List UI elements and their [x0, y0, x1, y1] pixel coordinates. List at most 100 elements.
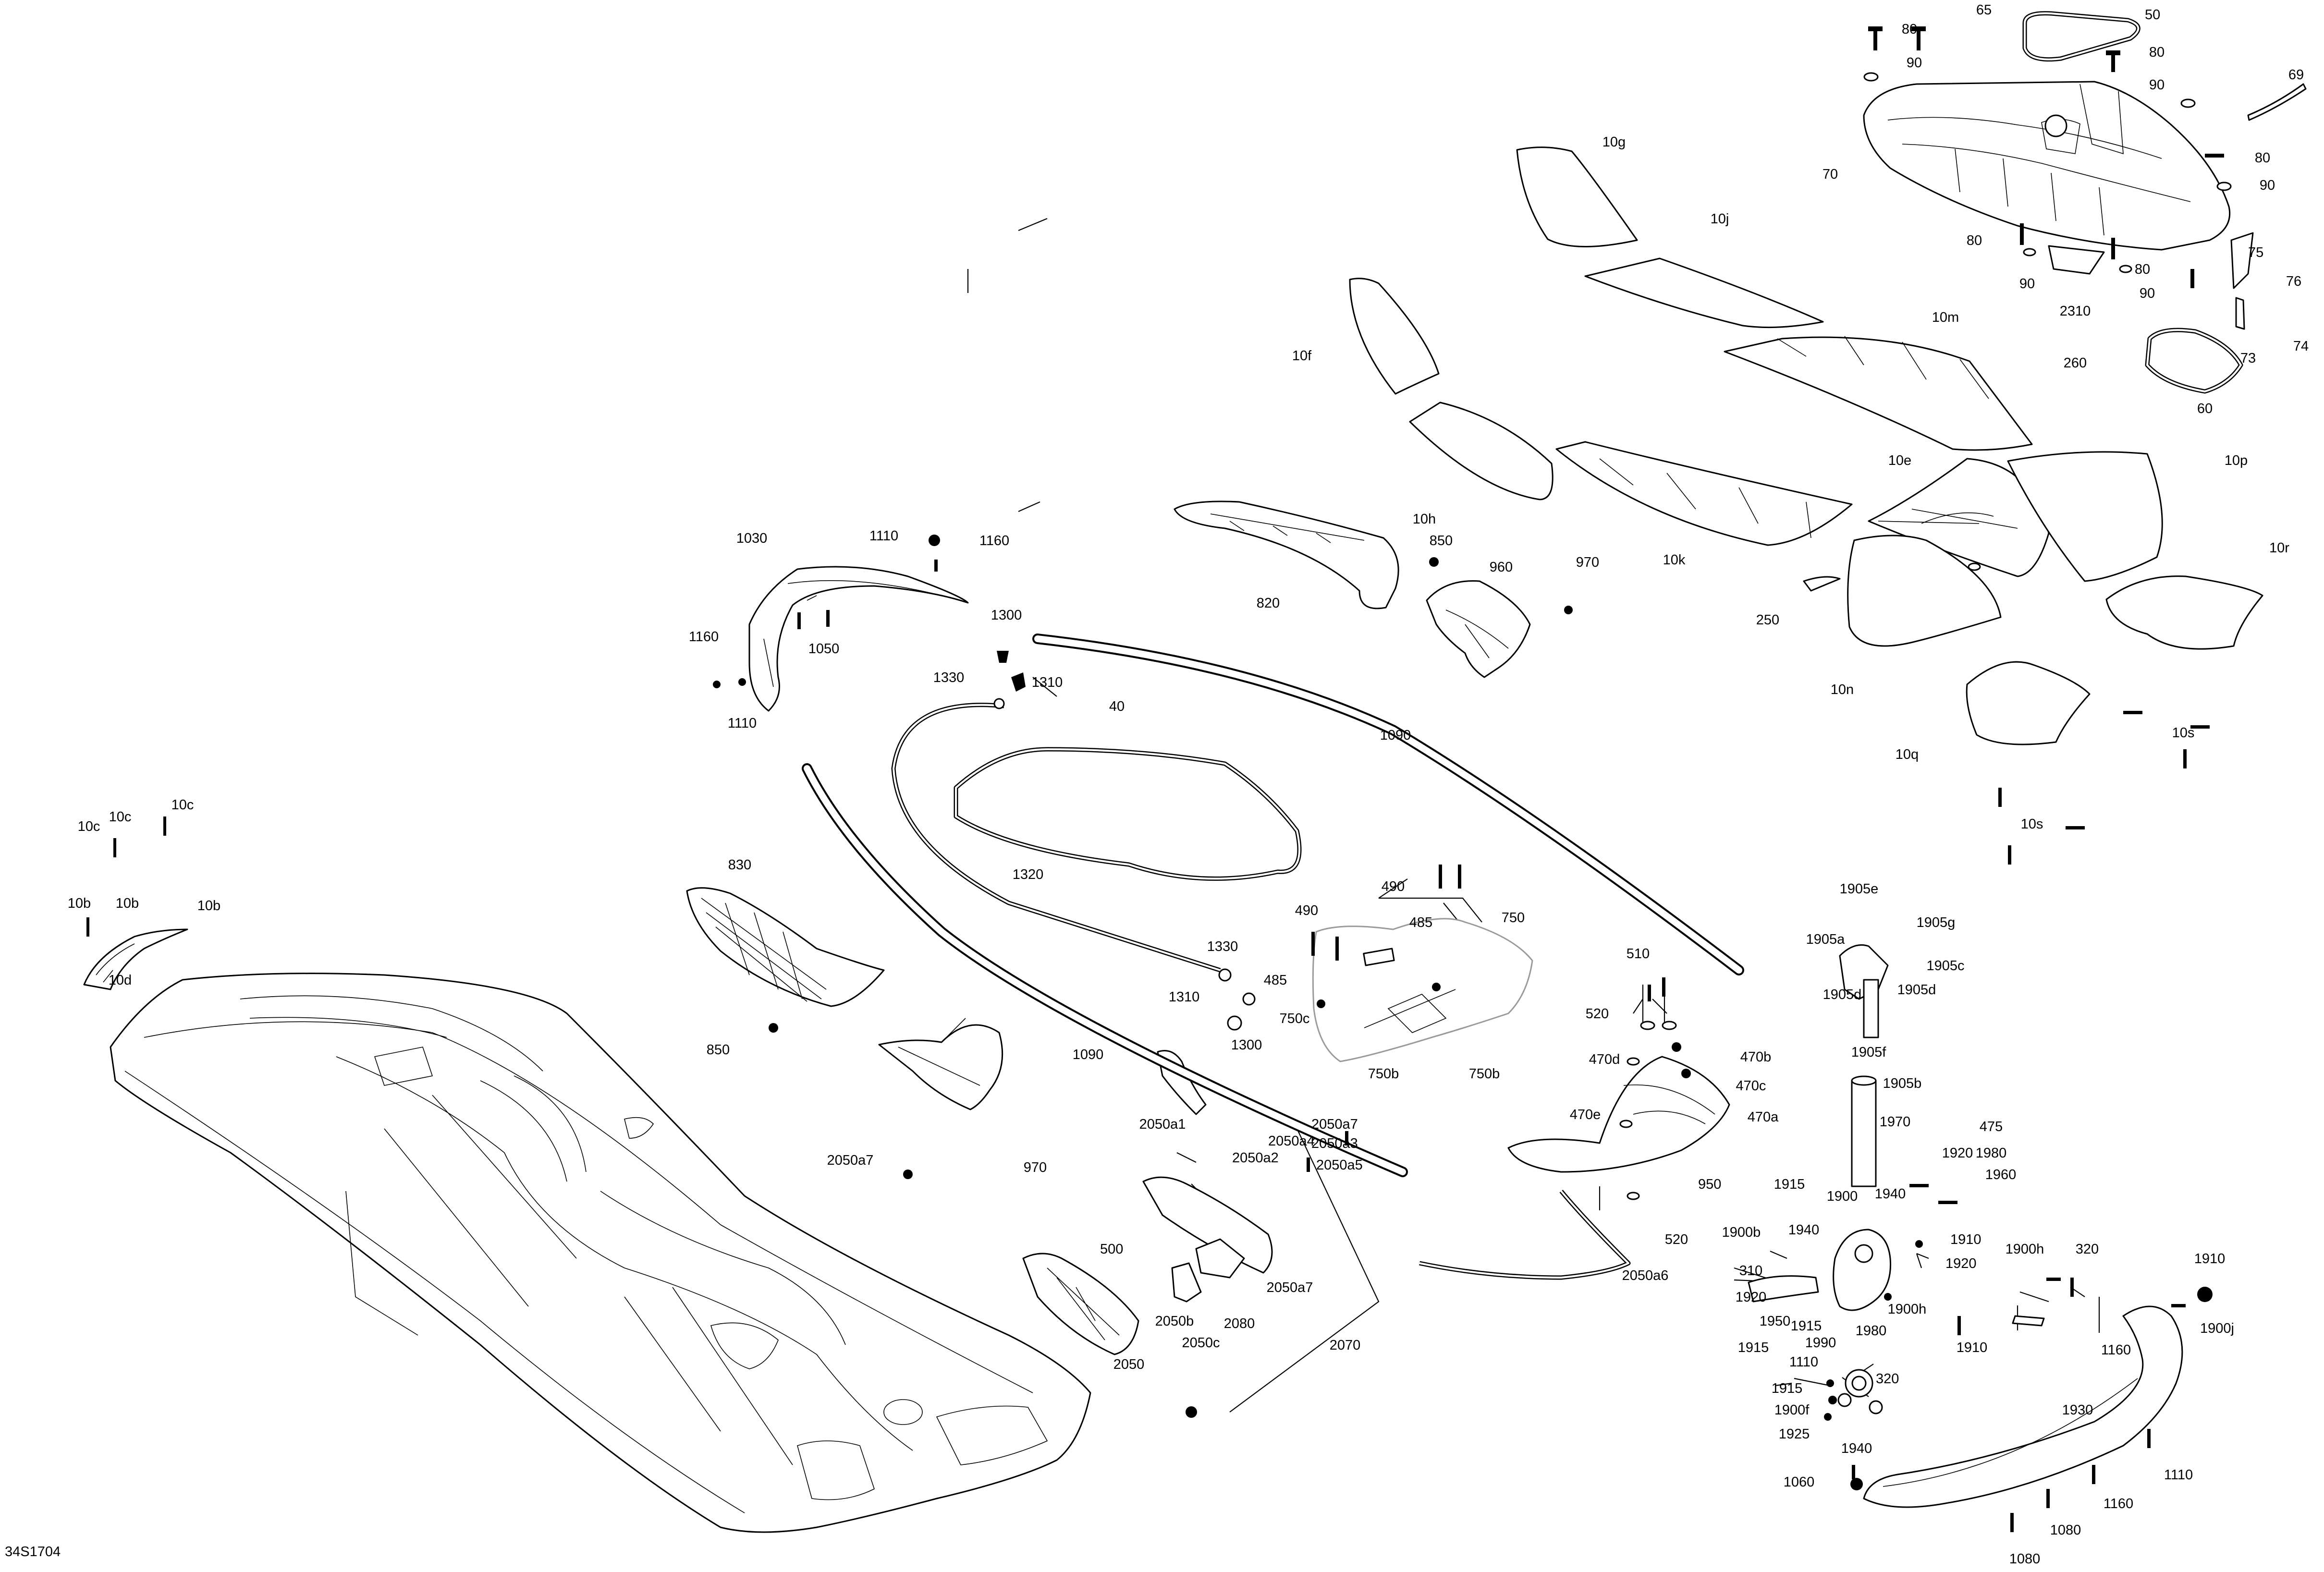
- callout: 310: [1739, 1263, 1762, 1279]
- callout: 320: [2076, 1242, 2099, 1257]
- callout: 90: [1907, 55, 1922, 71]
- post-1905: [1863, 979, 1879, 1038]
- callout: 1910: [1957, 1340, 1988, 1355]
- callout: 2050a3: [1311, 1136, 1358, 1151]
- mat-10m: [1724, 336, 2033, 451]
- callout: 2050b: [1155, 1314, 1194, 1329]
- callout: 475: [1980, 1119, 2003, 1134]
- callout: 490: [1295, 903, 1318, 918]
- callout: 1905c: [1926, 958, 1964, 974]
- rail-1060: [1863, 1305, 2183, 1508]
- callout: 90: [2140, 286, 2155, 301]
- callout: 1960: [1985, 1167, 2017, 1182]
- callout: 90: [2260, 178, 2275, 193]
- callout: 69: [2288, 67, 2304, 83]
- callout: 1090: [1073, 1047, 1104, 1062]
- callout: 74: [2293, 339, 2309, 354]
- callout: 80: [2149, 45, 2165, 60]
- callout: 1160: [689, 629, 719, 645]
- callout: 1915: [1774, 1177, 1805, 1192]
- callout: 520: [1665, 1232, 1688, 1247]
- callout: 1090: [1380, 728, 1411, 743]
- callout: 1900j: [2200, 1321, 2234, 1336]
- callout: 1920: [1945, 1256, 1977, 1271]
- callout: 10s: [2021, 816, 2043, 832]
- callout: 490: [1382, 879, 1405, 894]
- callout: 76: [2286, 274, 2301, 289]
- callout: 950: [1698, 1177, 1721, 1192]
- callout: 1950: [1760, 1314, 1791, 1329]
- callout: 1920: [1736, 1290, 1767, 1305]
- callout: 1920: [1942, 1145, 1973, 1161]
- callout: 10b: [197, 898, 220, 914]
- small-decals: [83, 928, 188, 990]
- callout: 1320: [1013, 867, 1044, 882]
- trim-820: [1174, 500, 1399, 609]
- callout: 2080: [1224, 1316, 1255, 1331]
- callout: 10m: [1932, 310, 1959, 325]
- mat-10q: [1966, 661, 2091, 745]
- callout: 470d: [1589, 1052, 1620, 1067]
- callout: 485: [1409, 915, 1432, 930]
- callout: 750b: [1469, 1066, 1500, 1082]
- callout: 1080: [2009, 1551, 2041, 1567]
- callout: 1110: [2164, 1467, 2193, 1483]
- panel-960: [1426, 580, 1531, 678]
- callout: 1330: [1207, 939, 1238, 954]
- callout: 1905d: [1823, 987, 1862, 1002]
- hull: [110, 973, 1091, 1533]
- callout: 1980: [1976, 1145, 2007, 1161]
- callout: 500: [1100, 1242, 1123, 1257]
- callout: 1160: [2101, 1342, 2131, 1358]
- callout: 1905g: [1917, 915, 1956, 930]
- callout: 1915: [1738, 1340, 1769, 1355]
- callout: 2050a7: [1267, 1280, 1313, 1295]
- pad-750: [1363, 948, 1395, 966]
- callout: 2050a7: [1311, 1117, 1358, 1132]
- module-2080: [1171, 1262, 1202, 1303]
- callout: 90: [2149, 77, 2165, 93]
- callout: 1990: [1805, 1335, 1836, 1351]
- callout: 10j: [1711, 211, 1729, 227]
- callout: 1910: [2194, 1251, 2226, 1267]
- callout: 1110: [728, 716, 757, 731]
- callout: 1300: [991, 608, 1022, 623]
- mount-1900: [1833, 1229, 1892, 1311]
- callout: 1940: [1788, 1222, 1820, 1238]
- mat-10f: [1349, 278, 1440, 395]
- callout: 90: [2019, 276, 2035, 292]
- callout: 850: [707, 1042, 730, 1058]
- callout: 970: [1024, 1160, 1047, 1175]
- callout: 10q: [1896, 747, 1919, 762]
- decal-250: [1803, 576, 1841, 592]
- callout-labels: 65 50 80 90 80 90 69 80 90 70 80 80 90 9…: [5, 2, 2309, 1567]
- callout: 1900f: [1774, 1402, 1810, 1418]
- decal-10d: [83, 928, 188, 990]
- callout: 75: [2248, 245, 2263, 260]
- callout: 2050c: [1182, 1335, 1220, 1351]
- callout: 1900: [1827, 1189, 1858, 1204]
- callout: 2050a2: [1232, 1150, 1279, 1166]
- callout: 80: [1967, 233, 1982, 248]
- callout: 10c: [171, 797, 194, 813]
- callout: 750: [1502, 910, 1525, 926]
- mat-10r: [2105, 575, 2263, 650]
- bracket-75: [2230, 232, 2254, 289]
- gasket-60: [2145, 328, 2243, 394]
- callout: 10s: [2172, 725, 2195, 741]
- callout: 2050a5: [1316, 1158, 1363, 1173]
- callout: 1925: [1779, 1426, 1810, 1442]
- callout: 1980: [1856, 1323, 1887, 1339]
- callout: 1050: [808, 641, 840, 657]
- callout: 2050a7: [827, 1153, 874, 1168]
- box-2050c: [1195, 1238, 1245, 1279]
- mat-10n: [1847, 535, 2002, 647]
- callout: 2310: [2060, 304, 2091, 319]
- callout: 60: [2197, 401, 2213, 416]
- callout: 80: [1902, 22, 1917, 37]
- mat-10h: [1409, 402, 1553, 500]
- bracket-1990: [1748, 1275, 1819, 1303]
- callout: 10k: [1663, 552, 1686, 568]
- callout: 10p: [2225, 453, 2248, 468]
- mat-10g: [1516, 146, 1638, 247]
